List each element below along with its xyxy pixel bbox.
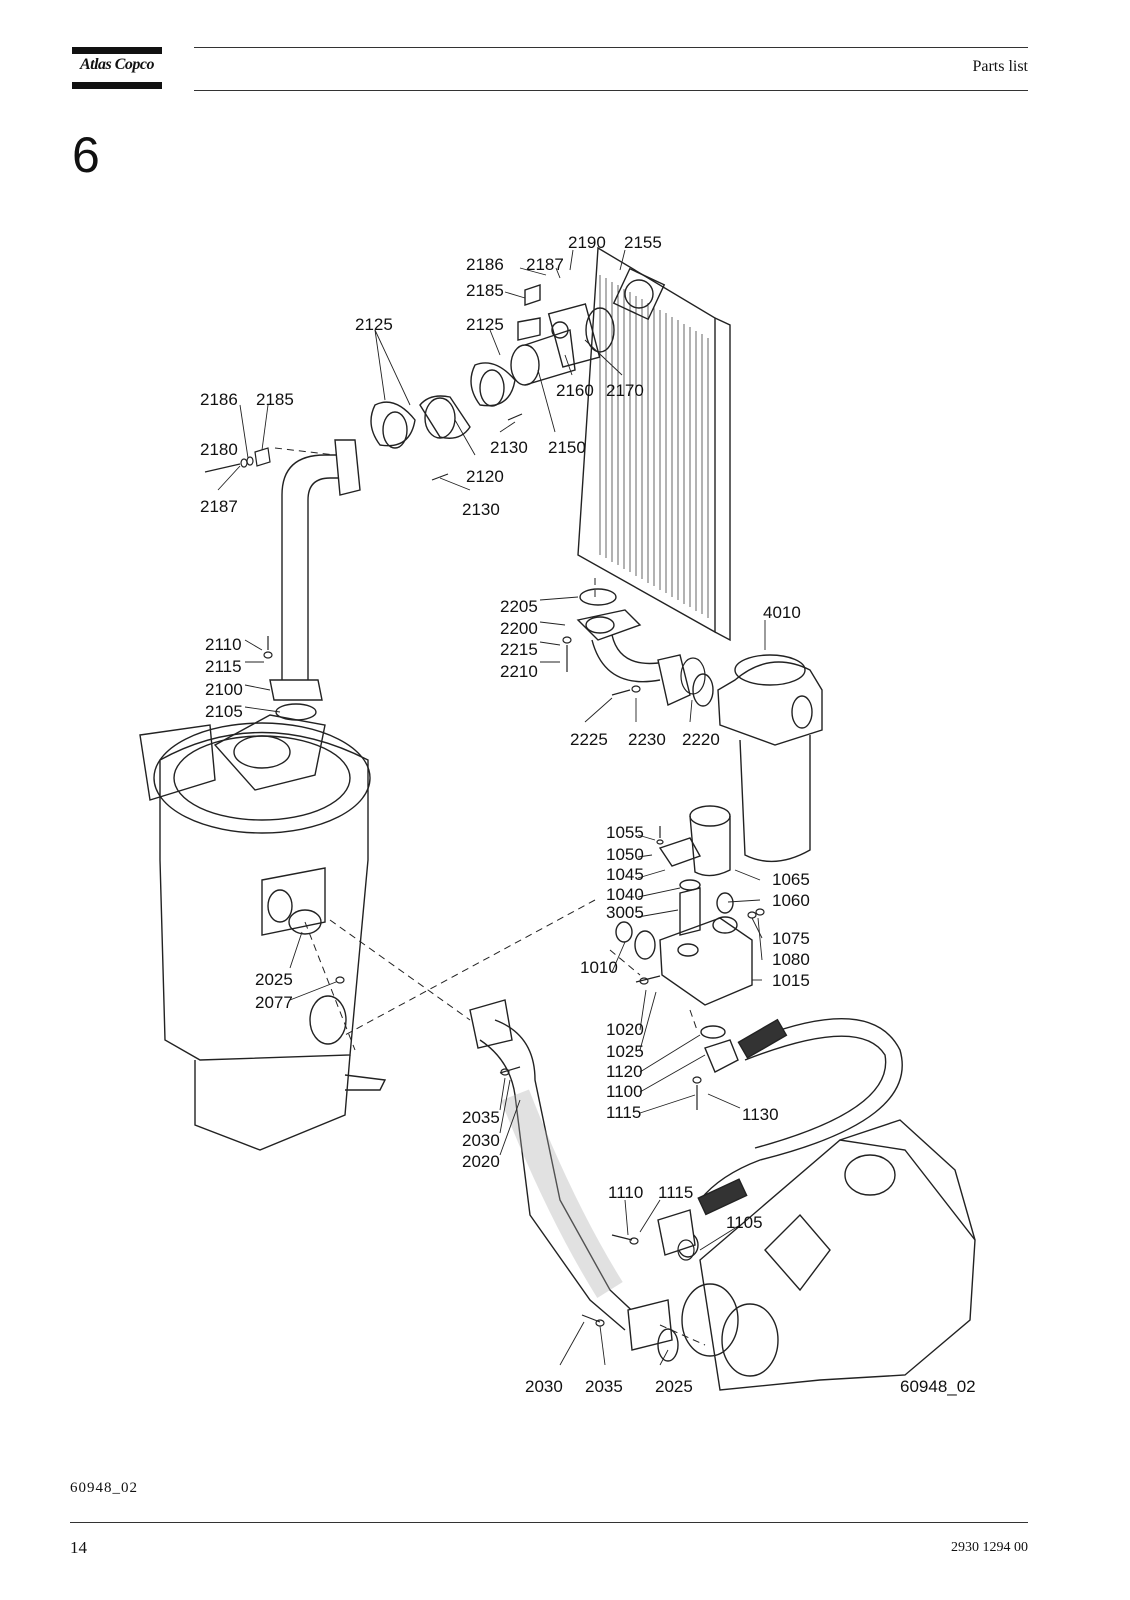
callout-2230: 2230 (628, 730, 666, 749)
callout-2186: 2186 (466, 255, 504, 274)
callout-2215: 2215 (500, 640, 538, 659)
callout-2100: 2100 (205, 680, 243, 699)
callout-2035: 2035 (585, 1377, 623, 1396)
section-number: 6 (72, 127, 100, 183)
callout-2030: 2030 (525, 1377, 563, 1396)
drawing-id-label: 60948_02 (900, 1377, 976, 1396)
callout-1045: 1045 (606, 865, 644, 884)
header-top-rule (194, 47, 1028, 48)
callout-1020: 1020 (606, 1020, 644, 1039)
callout-2130: 2130 (462, 500, 500, 519)
coupling-parts (370, 321, 569, 449)
oil-return-hose (697, 1018, 903, 1216)
header-title: Parts list (972, 58, 1028, 75)
oil-filter-housing (615, 654, 823, 1006)
callout-2035: 2035 (462, 1108, 500, 1127)
document-number: 2930 1294 00 (951, 1540, 1028, 1555)
callout-2105: 2105 (205, 702, 243, 721)
footer-rule (70, 1522, 1028, 1523)
callout-1110: 1110 (608, 1183, 643, 1202)
callout-2150: 2150 (548, 438, 586, 457)
callout-2190: 2190 (568, 233, 606, 252)
callout-2120: 2120 (466, 467, 504, 486)
callout-1130: 1130 (742, 1105, 779, 1124)
callout-1050: 1050 (606, 845, 644, 864)
callout-1075: 1075 (772, 929, 810, 948)
callout-1120: 1120 (606, 1062, 643, 1081)
callout-2185: 2185 (256, 390, 294, 409)
callout-1015: 1015 (772, 971, 810, 990)
page-number: 14 (70, 1538, 87, 1557)
callout-1025: 1025 (606, 1042, 644, 1061)
callout-1010: 1010 (580, 958, 618, 977)
callout-2205: 2205 (500, 597, 538, 616)
callout-2077: 2077 (255, 993, 293, 1012)
callout-1080: 1080 (772, 950, 810, 969)
callout-2025: 2025 (255, 970, 293, 989)
callout-1115: 1115 (606, 1103, 641, 1122)
callout-2210: 2210 (500, 662, 538, 681)
callout-2130: 2130 (490, 438, 528, 457)
atlas-copco-logo: Atlas Copco (79, 56, 155, 73)
callout-2160: 2160 (556, 381, 594, 400)
callout-3005: 3005 (606, 903, 644, 922)
callout-2115: 2115 (205, 657, 242, 676)
figure-caption: 60948_02 (70, 1480, 138, 1496)
callout-2030: 2030 (462, 1131, 500, 1150)
callout-2180: 2180 (200, 440, 238, 459)
callout-1055: 1055 (606, 823, 644, 842)
header-bottom-rule (194, 90, 1028, 91)
callout-1100: 1100 (606, 1082, 643, 1101)
callout-labels: 2190 2155 2186 2187 2185 2125 2125 2160 2170 2186… (200, 233, 810, 1396)
callout-1115: 1115 (658, 1183, 693, 1202)
callout-2170: 2170 (606, 381, 644, 400)
callout-2225: 2225 (570, 730, 608, 749)
callout-2110: 2110 (205, 635, 242, 654)
callout-2125: 2125 (466, 315, 504, 334)
callout-2200: 2200 (500, 619, 538, 638)
logo-top-bar (72, 47, 162, 54)
callout-2220: 2220 (682, 730, 720, 749)
callout-2155: 2155 (624, 233, 662, 252)
callout-2025: 2025 (655, 1377, 693, 1396)
compressor-element-drawing (657, 1119, 976, 1391)
vertical-pipe (269, 439, 361, 721)
cooler-drawing (577, 246, 731, 642)
logo-bottom-bar (72, 82, 162, 89)
callout-2020: 2020 (462, 1152, 500, 1171)
callout-4010: 4010 (763, 603, 801, 622)
separator-vessel-drawing (139, 714, 387, 1151)
flexible-hose (469, 999, 679, 1362)
callout-2125: 2125 (355, 315, 393, 334)
callout-1105: 1105 (726, 1213, 763, 1232)
callout-leader-lines (217, 249, 766, 1366)
callout-1065: 1065 (772, 870, 810, 889)
callout-2186: 2186 (200, 390, 238, 409)
callout-2185: 2185 (466, 281, 504, 300)
callout-1040: 1040 (606, 885, 644, 904)
callout-1060: 1060 (772, 891, 810, 910)
cooler-outlet-parts (510, 284, 615, 386)
callout-2187: 2187 (200, 497, 238, 516)
assembly-dashed-lines (274, 447, 706, 1346)
callout-2187: 2187 (526, 255, 564, 274)
